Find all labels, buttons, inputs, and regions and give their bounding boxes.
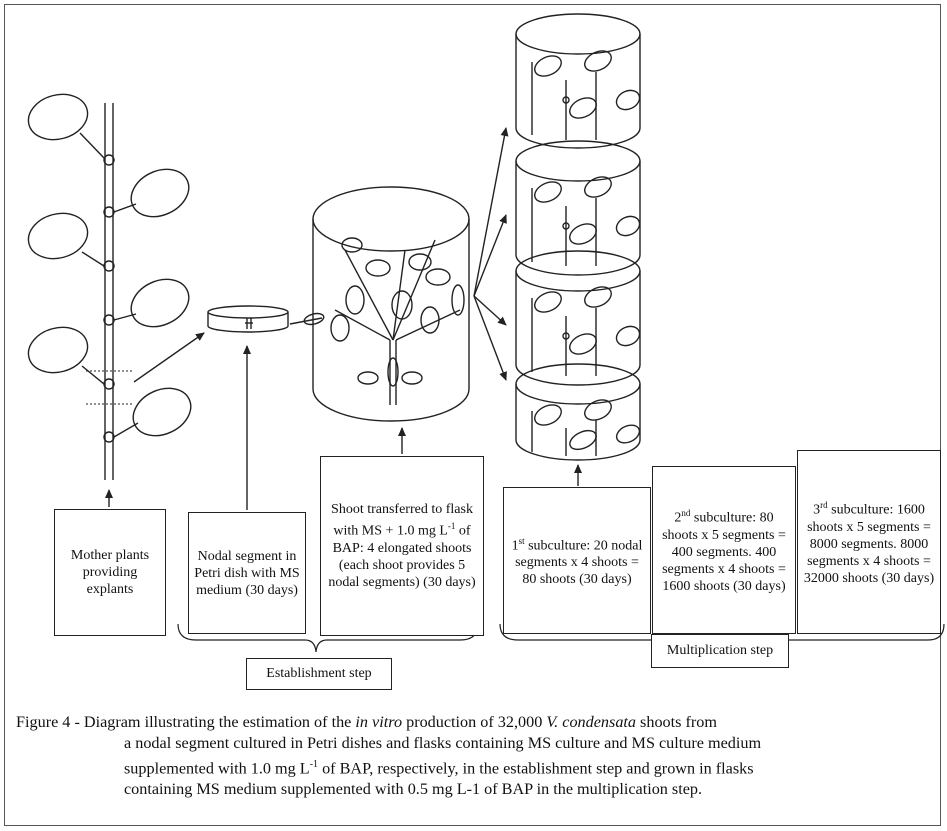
subculture-3-text: 3rd subculture: 1600 shoots x 5 segments… — [803, 500, 935, 586]
caption-line-2: a nodal segment cultured in Petri dishes… — [124, 734, 762, 752]
flask-small-1 — [515, 13, 641, 149]
subculture-2-text: 2nd subculture: 80 shoots x 5 segments =… — [662, 508, 786, 594]
shoot-transfer-text: Shoot transferred to flask with MS + 1.0… — [328, 502, 476, 590]
figure-caption: Figure 4 - Diagram illustrating the esti… — [16, 712, 936, 800]
subculture-1-box: 1st subculture: 20 nodal segments x 4 sh… — [503, 487, 651, 634]
figure-frame — [4, 4, 941, 826]
mother-plants-text: Mother plants providing explants — [70, 548, 150, 597]
flask-small-3 — [515, 250, 641, 386]
caption-line-1: Figure 4 - Diagram illustrating the esti… — [16, 713, 717, 731]
mother-plants-box: Mother plants providing explants — [54, 509, 166, 636]
subculture-2-box: 2nd subculture: 80 shoots x 5 segments =… — [652, 466, 796, 634]
nodal-segment-box: Nodal segment in Petri dish with MS medi… — [188, 512, 306, 634]
shoot-transfer-box: Shoot transferred to flask with MS + 1.0… — [320, 456, 484, 636]
caption-line-4: containing MS medium supplemented with 0… — [124, 780, 703, 799]
caption-line-3: supplemented with 1.0 mg L-1 of BAP, res… — [124, 759, 754, 778]
petri-dish — [207, 305, 289, 333]
establishment-step-text: Establishment step — [266, 666, 372, 681]
diagram-artwork — [27, 13, 945, 653]
mother-plant — [27, 93, 192, 480]
flask-small-2 — [515, 140, 641, 276]
multiplication-step-label: Multiplication step — [651, 634, 789, 668]
multiplication-step-text: Multiplication step — [666, 643, 774, 658]
flask-large — [312, 186, 470, 422]
flask-small-4 — [515, 363, 641, 461]
establishment-step-label: Establishment step — [246, 658, 392, 690]
subculture-3-box: 3rd subculture: 1600 shoots x 5 segments… — [797, 450, 941, 634]
nodal-segment-text: Nodal segment in Petri dish with MS medi… — [194, 548, 300, 598]
subculture-1-text: 1st subculture: 20 nodal segments x 4 sh… — [511, 535, 643, 588]
